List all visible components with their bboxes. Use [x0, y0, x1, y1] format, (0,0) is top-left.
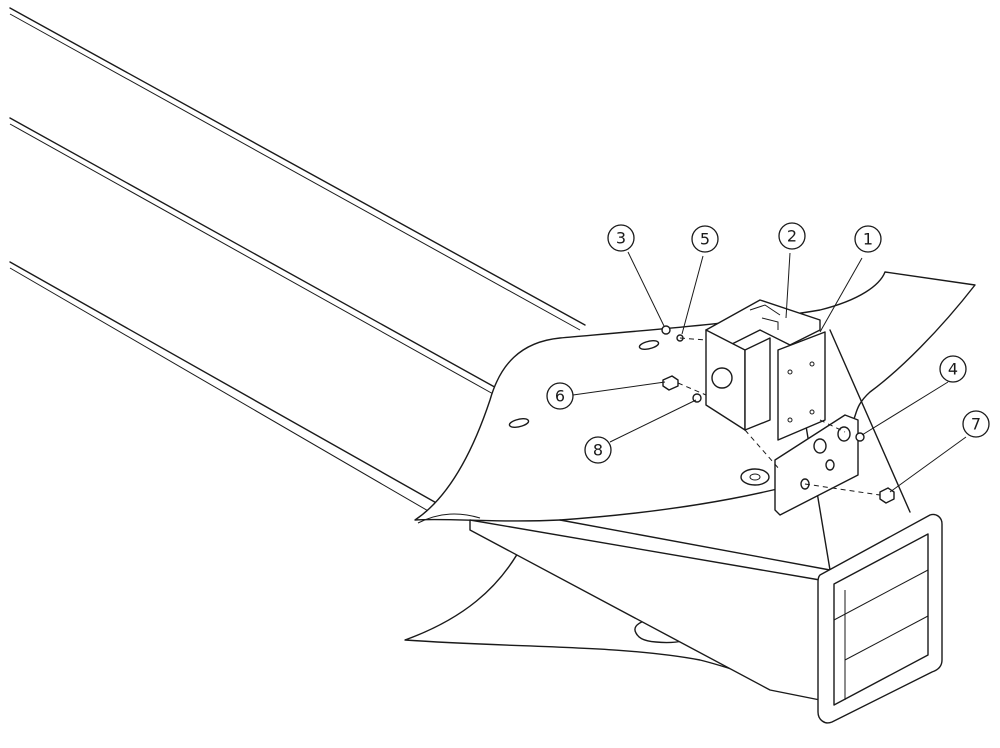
callout-leaders	[572, 251, 967, 493]
mount-box	[705, 299, 821, 431]
svg-text:8: 8	[593, 441, 603, 460]
callout-3: 3	[607, 224, 635, 252]
svg-text:6: 6	[555, 387, 565, 406]
assembly-lines	[677, 337, 881, 496]
svg-text:2: 2	[787, 227, 797, 246]
svg-text:1: 1	[863, 230, 873, 249]
callout-6: 6	[546, 382, 574, 410]
bracket-plate	[774, 414, 859, 516]
svg-text:4: 4	[948, 360, 958, 379]
drawbar-rails	[9, 7, 586, 513]
svg-text:7: 7	[971, 415, 981, 434]
receiver-end-frame	[817, 513, 943, 724]
callout-4: 4	[939, 355, 967, 383]
bolt-3	[661, 325, 671, 335]
callout-5: 5	[691, 225, 719, 253]
callout-7: 7	[962, 410, 990, 438]
svg-text:3: 3	[616, 229, 626, 248]
callout-2: 2	[778, 222, 806, 250]
svg-text:5: 5	[700, 230, 710, 249]
callout-1: 1	[854, 225, 882, 253]
mount-plate	[777, 331, 826, 441]
bolt-6	[662, 375, 679, 391]
fasteners	[661, 325, 895, 504]
square-tube	[469, 329, 911, 701]
callout-8: 8	[584, 436, 612, 464]
